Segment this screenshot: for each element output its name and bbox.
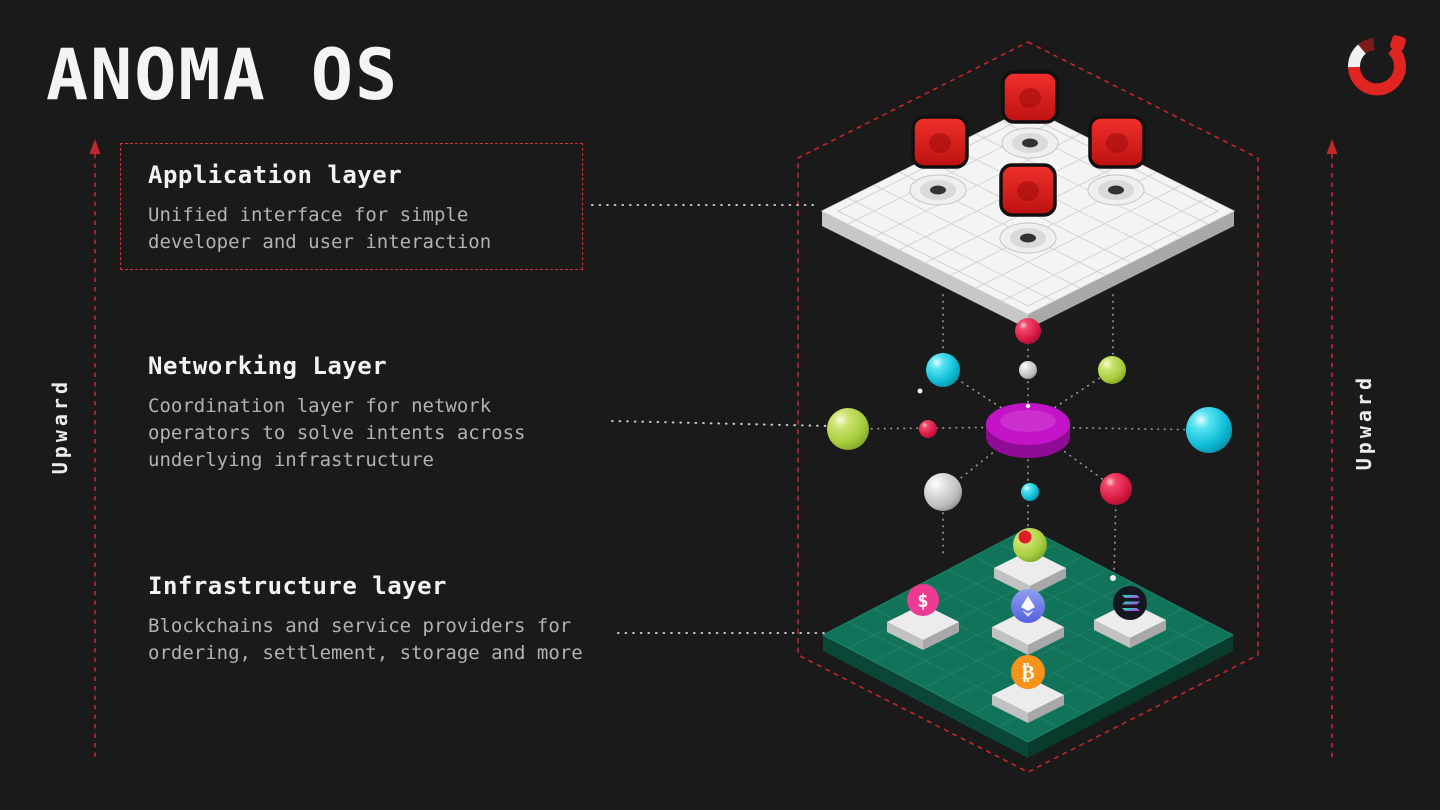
network-sphere: [1021, 483, 1039, 501]
ethereum-coin-icon: [1011, 589, 1045, 623]
right-upward-arrow: [1326, 139, 1338, 757]
coordination-disk: [986, 403, 1070, 458]
network-sphere: [1015, 318, 1041, 344]
network-sphere: [926, 353, 960, 387]
pedestal: [992, 677, 1064, 723]
network-sphere: [1098, 356, 1126, 384]
dollar-coin-icon: $: [907, 584, 939, 616]
application-cube: [1088, 115, 1146, 169]
network-sphere: [1186, 407, 1232, 453]
application-layer-title: Application layer: [148, 161, 403, 189]
platform-pad: [1001, 127, 1059, 159]
application-cube: [999, 163, 1057, 217]
connector-networking: [610, 419, 831, 428]
infrastructure-layer-description: Blockchains and service providers for or…: [148, 615, 583, 664]
diagram-outline: [797, 41, 1259, 773]
junction-dots: [917, 388, 1116, 581]
infrastructure-layer-card: Infrastructure layer Blockchains and ser…: [148, 572, 618, 667]
pedestal: [887, 604, 959, 650]
application-layer-card: Application layer Unified interface for …: [120, 143, 583, 270]
svg-text:₿: ₿: [1021, 660, 1034, 684]
infrastructure-layer-title: Infrastructure layer: [148, 572, 447, 600]
application-cube: [1001, 70, 1059, 124]
networking-layer-description: Coordination layer for network operators…: [148, 395, 526, 471]
solana-coin-icon: [1113, 586, 1147, 620]
platform-pad: [999, 222, 1057, 254]
application-layer-description: Unified interface for simple developer a…: [148, 204, 492, 253]
networking-layer: [827, 294, 1232, 577]
bitcoin-coin-icon: ₿: [1011, 655, 1045, 689]
platform-pad: [909, 174, 967, 206]
pedestal: [992, 609, 1064, 655]
network-sphere: [827, 408, 869, 450]
intent-sphere-icon: [1013, 528, 1047, 562]
networking-layer-card: Networking Layer Coordination layer for …: [148, 352, 558, 474]
network-sphere: [919, 420, 937, 438]
page-title: ANOMA OS: [46, 34, 400, 116]
platform-pad: [1087, 174, 1145, 206]
networking-layer-title: Networking Layer: [148, 352, 388, 380]
left-upward-arrow: [89, 139, 101, 757]
anoma-logo: [1348, 35, 1406, 96]
infrastructure-coins: $ ₿: [907, 528, 1147, 689]
network-sphere: [924, 473, 962, 511]
pedestal: [994, 550, 1066, 596]
left-upward-label: Upward: [48, 378, 72, 475]
right-upward-label: Upward: [1352, 374, 1376, 471]
network-sphere: [1100, 473, 1132, 505]
network-sphere: [1019, 361, 1037, 379]
application-cube: [911, 115, 969, 169]
application-platform: [820, 70, 1236, 329]
svg-text:$: $: [917, 590, 928, 612]
